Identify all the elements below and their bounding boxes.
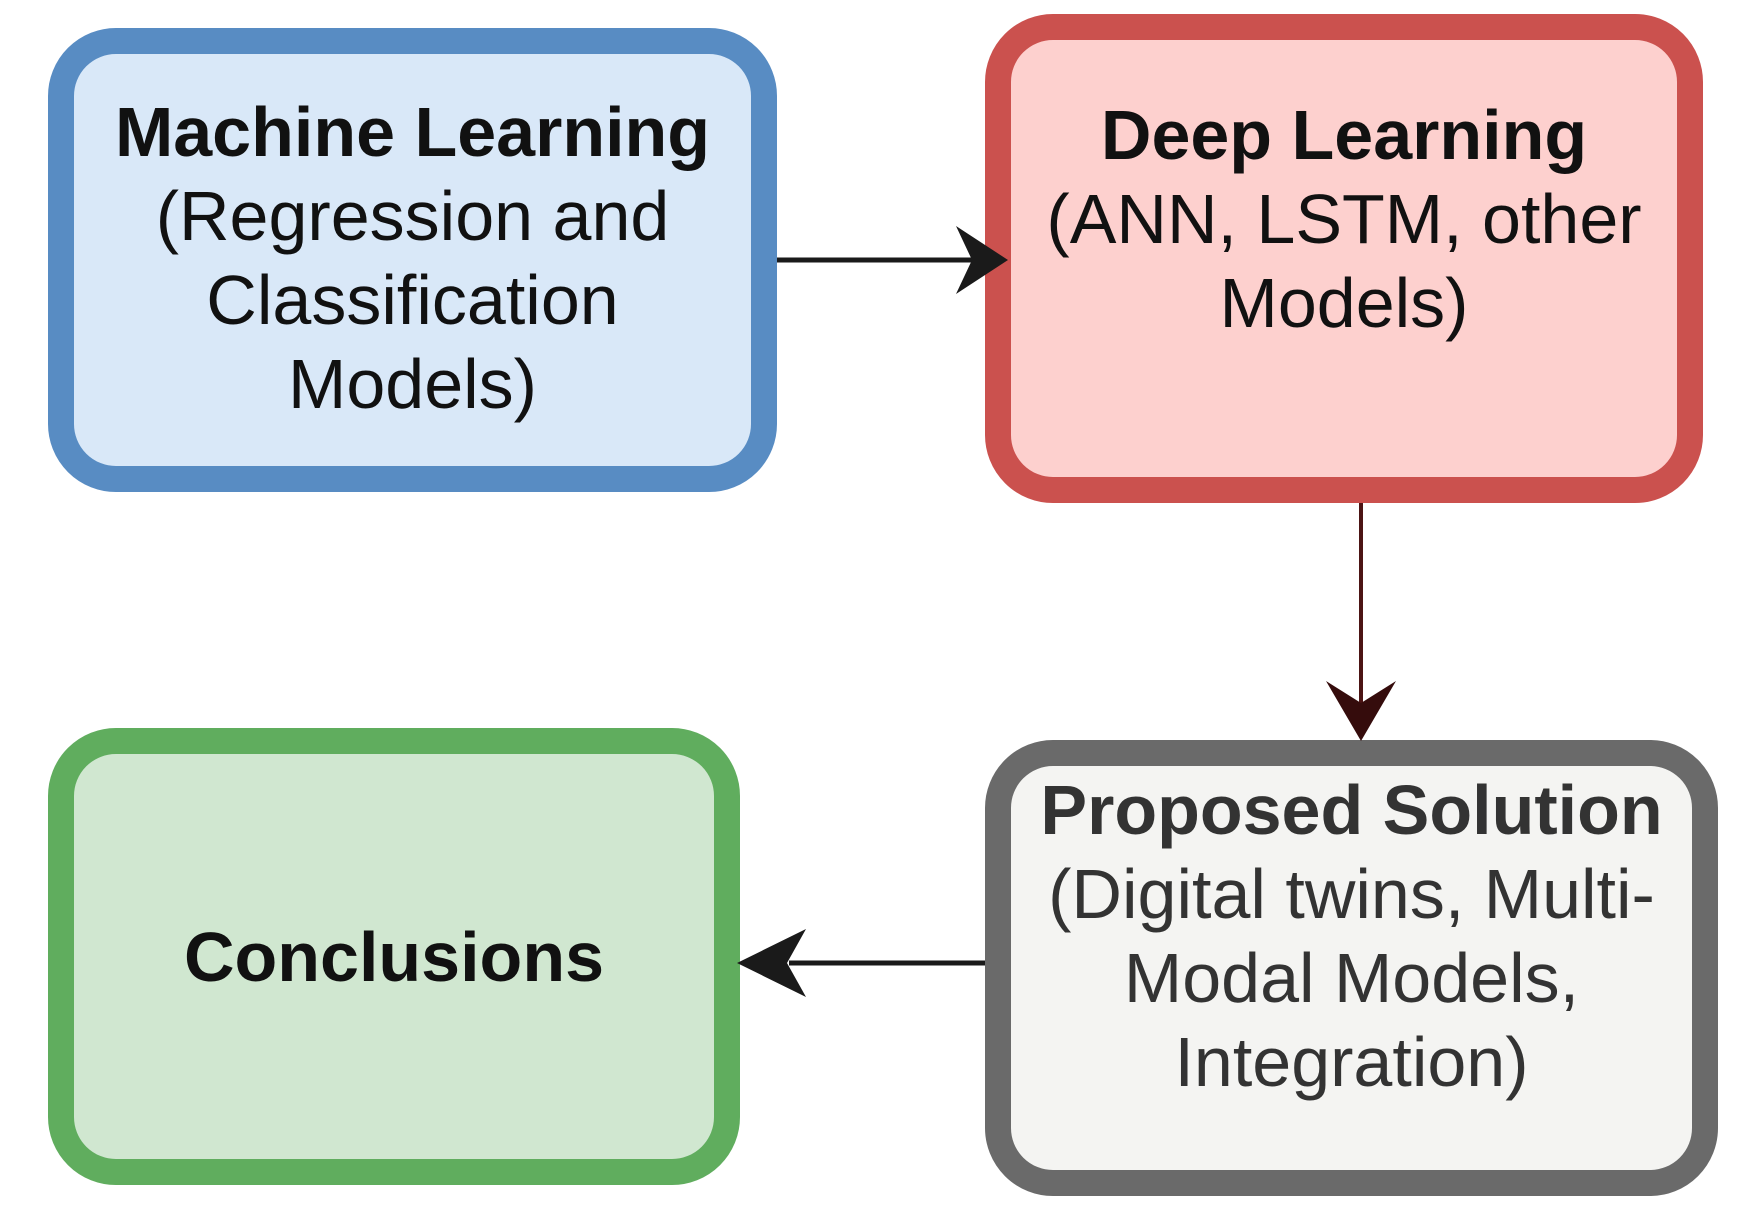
node-subtitle-line: Classification Models) — [206, 261, 619, 423]
node-machine-learning: Machine Learning (Regression and Classif… — [48, 28, 777, 492]
node-deep-learning: Deep Learning (ANN, LSTM, other Models) — [985, 14, 1703, 503]
node-subtitle-line: (Regression and — [155, 177, 670, 255]
node-subtitle-line: (Digital twins, Multi- — [1048, 855, 1655, 933]
arrow-deep-learning-to-proposed-solution — [1326, 503, 1396, 741]
node-subtitle-line: Modal Models, — [1123, 939, 1580, 1017]
arrow-down-icon — [1326, 681, 1396, 741]
node-title: Machine Learning — [114, 93, 711, 171]
node-subtitle-line: (ANN, LSTM, other — [1046, 180, 1642, 258]
node-title: Conclusions — [183, 917, 605, 996]
node-subtitle-line: Models) — [1219, 264, 1469, 342]
node-subtitle-line: Integration) — [1174, 1023, 1529, 1101]
node-title: Proposed Solution — [1040, 771, 1663, 849]
arrow-proposed-solution-to-conclusions — [737, 929, 985, 997]
node-proposed-solution: Proposed Solution (Digital twins, Multi-… — [985, 740, 1718, 1196]
arrow-right-icon — [956, 226, 1008, 294]
arrow-machine-learning-to-deep-learning — [777, 226, 1008, 294]
node-title: Deep Learning — [1100, 96, 1588, 174]
arrow-left-icon — [737, 929, 806, 997]
node-conclusions: Conclusions — [48, 728, 740, 1185]
